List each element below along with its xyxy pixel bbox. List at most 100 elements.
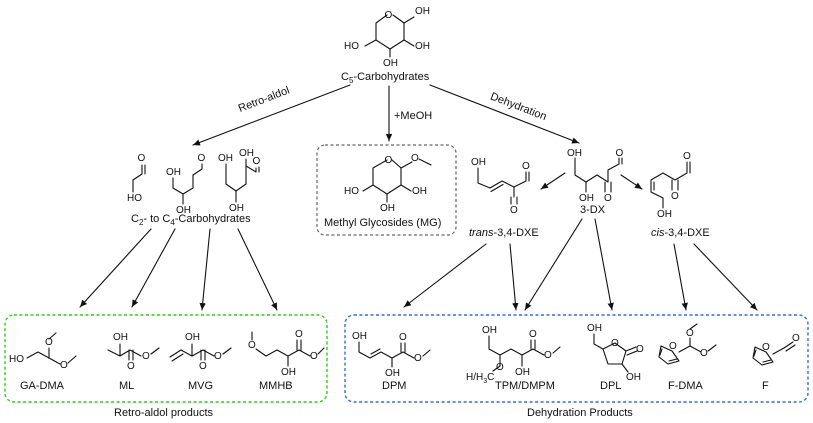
ml-structure: OH O O [107, 332, 160, 372]
trans-dxe-label: trans-3,4-DXE [469, 227, 539, 239]
retro-aldol-products-label: Retro-aldol products [114, 407, 214, 419]
mg-methoxy-o-label: O [411, 153, 419, 164]
ga-dma-structure: HO O O [9, 332, 77, 371]
c2-hydroxyl-label: OH [415, 41, 430, 52]
dpl-oh1-label: OH [587, 323, 602, 334]
glycolaldehyde-o-label: O [138, 153, 146, 164]
tpm-ester-o-label: O [544, 350, 552, 361]
f-dma-structure: O O O [658, 323, 717, 365]
arrow-to-ga-dma [79, 228, 152, 308]
dx-oh2-label: OH [579, 193, 594, 204]
mmhb-label: MMHB [259, 380, 293, 392]
mvg-carbonyl-o-label: O [199, 361, 207, 372]
dx-aldehyde-o-label: O [616, 148, 624, 159]
f-dma-label: F-DMA [668, 380, 703, 392]
gadma-o1-label: O [45, 337, 53, 348]
methanol-label: +MeOH [394, 110, 432, 122]
c5-carbohydrates-label: C5-Carbohydrates [341, 71, 430, 85]
dpl-carbonyl-o-label: O [636, 344, 644, 355]
trans-ketone-o-label: O [510, 205, 518, 216]
cis-ketone-o-label: O [671, 191, 679, 202]
c1-hydroxyl-label: OH [415, 6, 430, 17]
dpm-carbonyl-o-label: O [399, 332, 407, 343]
dpl-ring-o-label: O [611, 338, 619, 349]
cis-oh-label: OH [657, 209, 672, 220]
mvg-structure: OH O O [169, 332, 232, 372]
fdma-o2-label: O [700, 348, 708, 359]
arrow-dx-to-tpm [524, 218, 583, 311]
mg-ring-o-label: O [385, 155, 393, 166]
dx-to-cis-arrow [620, 174, 643, 190]
arrow-to-mvg [199, 228, 211, 311]
cis-dxe-structure: OH O O [650, 151, 691, 220]
tpm-dmpm-structure: OH H/H3C O OH O O [466, 325, 561, 385]
arrow-cis-to-fdma [673, 243, 688, 311]
three-dx-structure: OH OH O O [567, 148, 624, 204]
mg-oh1-label: OH [412, 186, 427, 197]
glycolaldehyde-oh-label: HO [127, 193, 142, 204]
glyceraldehyde-oh1-label: OH [166, 167, 181, 178]
gadma-o2-label: O [60, 360, 68, 371]
dpm-label: DPM [382, 380, 406, 392]
mvg-label: MVG [188, 380, 213, 392]
dehydration-products-box [344, 314, 809, 403]
trans-aldehyde-o-label: O [522, 161, 530, 172]
ring-oxygen-label: O [385, 10, 393, 21]
c5-carbohydrate-structure: O OH HO OH OH [344, 6, 430, 69]
arrow-to-ml [131, 228, 176, 308]
tpm-oh1-label: OH [482, 325, 497, 336]
f-label: F [762, 380, 769, 392]
arrow-trans-to-dpm [403, 243, 487, 308]
erythrose-oh2-label: OH [229, 203, 244, 214]
dehydration-label: Dehydration [489, 91, 549, 123]
gadma-ho-label: HO [9, 354, 24, 365]
c4-hydroxyl-label: HO [344, 41, 359, 52]
methyl-glycosides-label: Methyl Glycosides (MG) [324, 217, 441, 229]
mvg-oh-label: OH [185, 332, 200, 343]
dx-oh1-label: OH [567, 148, 582, 159]
mvg-ester-o-label: O [214, 351, 222, 362]
mmhb-ester-o-label: O [310, 351, 318, 362]
arrow-dx-to-dpl [594, 218, 614, 311]
arrow-to-mmhb [237, 228, 278, 311]
f-aldehyde-o-label: O [792, 333, 800, 344]
dehydration-arrow [429, 84, 580, 144]
ml-ester-o-label: O [142, 351, 150, 362]
furfural-structure: O O [752, 333, 800, 366]
mmhb-structure: O OH O O [248, 329, 325, 378]
dpm-structure: OH OH O O [352, 331, 431, 379]
three-dx-label: 3-DX [580, 204, 606, 216]
c3-hydroxyl-label: OH [383, 58, 398, 69]
ml-label: ML [119, 380, 134, 392]
dx-to-trans-arrow [540, 172, 566, 190]
erythrose-oh3-label: OH [239, 148, 254, 159]
trans-dxe-structure: OH O O [471, 157, 530, 216]
fdma-ring-o-label: O [669, 341, 677, 352]
mmhb-oh-label: OH [281, 367, 296, 378]
dpm-ester-o-label: O [414, 353, 422, 364]
c2-c4-carbohydrate-structures: HO O OH OH O OH OH OH O [127, 148, 261, 216]
mmhb-carbonyl-o-label: O [295, 329, 303, 340]
glyceraldehyde-oh2-label: OH [176, 205, 191, 216]
methyl-glycosides-box [316, 144, 457, 236]
glyceraldehyde-o-label: O [198, 153, 206, 164]
arrow-cis-to-f [693, 243, 758, 311]
retro-aldol-products-box [4, 314, 328, 403]
tpm-methoxy-label: H/H3C [466, 372, 494, 385]
methyl-glycoside-structure: O O HO OH OH [344, 153, 432, 214]
dpm-oh1-label: OH [352, 331, 367, 342]
ml-carbonyl-o-label: O [127, 361, 135, 372]
tpm-carbonyl-o-label: O [529, 329, 537, 340]
mg-ho-label: HO [344, 186, 359, 197]
ga-dma-label: GA-DMA [20, 380, 65, 392]
arrow-trans-to-tpm [509, 243, 519, 311]
dpm-oh2-label: OH [385, 368, 400, 379]
tpm-oh2-label: OH [515, 367, 530, 378]
cis-aldehyde-o-label: O [683, 151, 691, 162]
mmhb-ether-o-label: O [248, 340, 256, 351]
f-ring-o-label: O [762, 342, 770, 353]
dpl-structure: OH O O OH [587, 323, 644, 383]
dpl-label: DPL [600, 380, 621, 392]
